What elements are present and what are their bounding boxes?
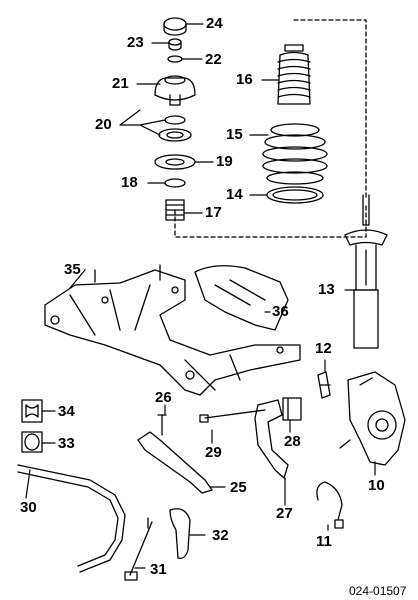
assembly-dashed-lines bbox=[174, 19, 367, 238]
part-label-21: 21 bbox=[112, 75, 129, 92]
part-label-13: 13 bbox=[318, 281, 335, 298]
part-20-washer-b bbox=[158, 128, 192, 142]
part-17-bump-stop bbox=[165, 199, 185, 221]
part-23-nut bbox=[168, 38, 182, 46]
part-label-15: 15 bbox=[226, 126, 243, 143]
leader-lines bbox=[25, 23, 376, 569]
part-12-bracket bbox=[317, 371, 331, 399]
part-25-lower-arm bbox=[137, 431, 213, 494]
part-label-34: 34 bbox=[58, 403, 75, 420]
part-label-16: 16 bbox=[236, 71, 253, 88]
part-label-36: 36 bbox=[272, 303, 289, 320]
part-label-23: 23 bbox=[127, 34, 144, 51]
part-label-35: 35 bbox=[64, 261, 81, 278]
part-label-28: 28 bbox=[284, 433, 301, 450]
part-21-top-mount bbox=[154, 77, 196, 101]
part-label-10: 10 bbox=[368, 477, 385, 494]
part-label-24: 24 bbox=[206, 15, 223, 32]
part-label-18: 18 bbox=[121, 174, 138, 191]
part-31-stabilizer-link bbox=[124, 517, 153, 581]
part-29-tension-rod bbox=[199, 409, 266, 423]
part-label-27: 27 bbox=[276, 505, 293, 522]
part-label-14: 14 bbox=[226, 186, 243, 203]
part-16-dust-boot bbox=[277, 44, 311, 105]
part-27-control-arm bbox=[254, 399, 289, 479]
part-label-30: 30 bbox=[20, 499, 37, 516]
part-label-19: 19 bbox=[216, 153, 233, 170]
part-34-bushing bbox=[21, 399, 43, 423]
part-15-coil-spring bbox=[262, 123, 328, 185]
part-30-stabilizer-bar bbox=[17, 464, 126, 573]
part-label-31: 31 bbox=[150, 561, 167, 578]
part-24-cap bbox=[163, 17, 187, 31]
part-13-shock-absorber bbox=[344, 194, 388, 349]
part-18-washer bbox=[164, 178, 186, 188]
part-33-bushing bbox=[21, 431, 43, 453]
part-label-32: 32 bbox=[212, 527, 229, 544]
part-10-steering-knuckle bbox=[339, 371, 406, 466]
part-label-29: 29 bbox=[205, 444, 222, 461]
part-20-washer-a bbox=[164, 115, 186, 125]
part-label-11: 11 bbox=[316, 533, 332, 550]
part-label-22: 22 bbox=[205, 51, 222, 68]
part-label-12: 12 bbox=[315, 340, 332, 357]
part-label-17: 17 bbox=[205, 204, 222, 221]
part-11-sensor bbox=[316, 481, 344, 529]
part-label-33: 33 bbox=[58, 435, 75, 452]
part-label-26: 26 bbox=[155, 389, 172, 406]
part-22-washer bbox=[167, 55, 183, 63]
part-label-25: 25 bbox=[230, 479, 247, 496]
part-32-bracket bbox=[169, 508, 191, 559]
part-26-bolt bbox=[157, 414, 167, 436]
part-label-20: 20 bbox=[95, 116, 112, 133]
part-35-subframe bbox=[44, 264, 301, 396]
part-36-heat-shield bbox=[194, 265, 289, 331]
strut-mount-parts bbox=[154, 17, 196, 221]
diagram-code: 024-01507 bbox=[349, 584, 407, 598]
part-28-bushing bbox=[282, 397, 302, 421]
part-19-spring-seat bbox=[154, 154, 196, 170]
